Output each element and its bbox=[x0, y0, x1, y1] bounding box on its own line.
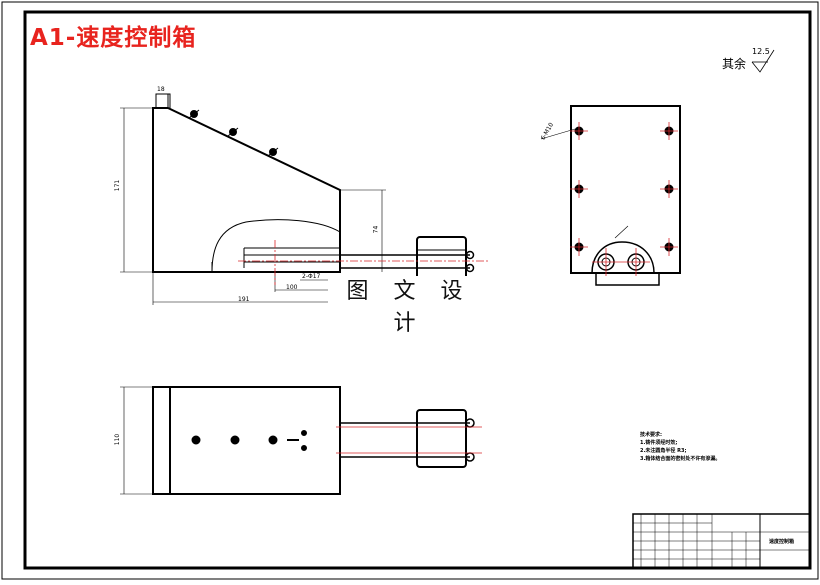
technical-requirements: 技术要求: 1.铸件须经时效; 2.未注圆角半径 R3; 3.箱体结合面的密封处… bbox=[640, 431, 720, 463]
top-centerlines bbox=[336, 426, 482, 454]
title-block-name: 速度控制箱 bbox=[769, 539, 795, 545]
roughness-note: 其余 bbox=[722, 57, 747, 71]
dim-191: 191 bbox=[238, 296, 250, 303]
side-view bbox=[540, 105, 681, 286]
tech-note-line: 3.箱体结合面的密封处不许有渗漏。 bbox=[640, 456, 721, 462]
drawing-title: A1-速度控制箱 bbox=[30, 25, 197, 51]
dim-right-height: 74 bbox=[372, 225, 380, 234]
side-centerlines bbox=[570, 122, 678, 276]
front-view bbox=[120, 93, 475, 305]
tech-note-line: 1.铸件须经时效; bbox=[640, 440, 678, 446]
dim-height: 171 bbox=[114, 179, 122, 192]
roughness-value: 12.5 bbox=[752, 47, 770, 56]
front-centerlines bbox=[238, 240, 490, 285]
title-block bbox=[632, 513, 811, 569]
inner-border bbox=[23, 10, 812, 570]
dim-100: 100 bbox=[286, 284, 298, 291]
top-view bbox=[120, 386, 475, 495]
dim-spacing: 2-Φ17 bbox=[302, 273, 321, 280]
watermark: 图 文 设 计 bbox=[328, 276, 490, 336]
dim-bottom-height: 110 bbox=[114, 433, 122, 446]
dim-top-width: 18 bbox=[157, 86, 165, 93]
roughness-symbol bbox=[751, 49, 775, 73]
tech-note-line: 2.未注圆角半径 R3; bbox=[640, 448, 687, 454]
tech-note-line: 技术要求: bbox=[640, 432, 662, 438]
